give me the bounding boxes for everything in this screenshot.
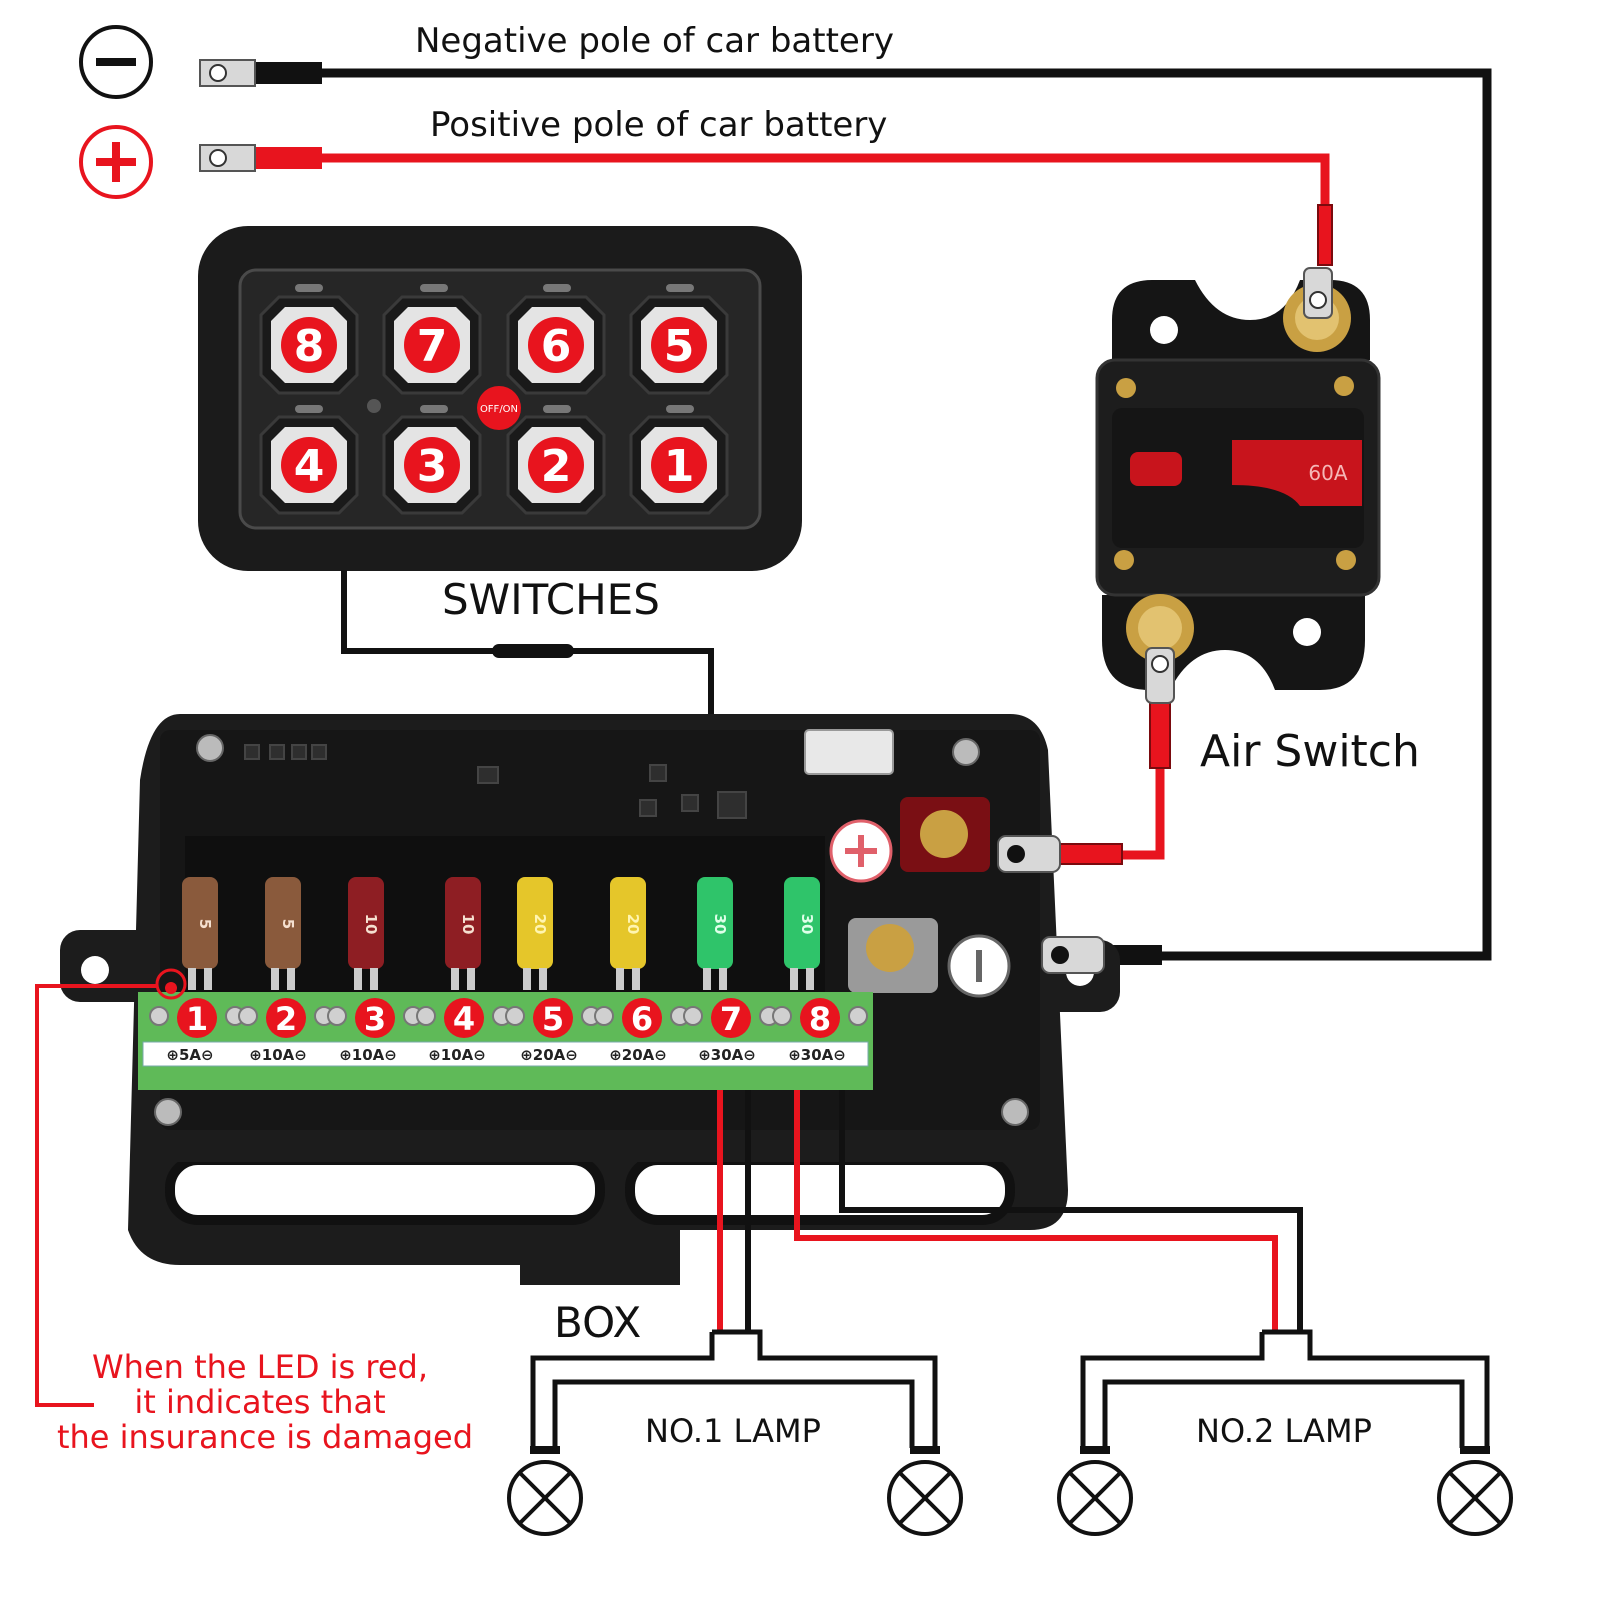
led-note-line3: the insurance is damaged [57, 1418, 473, 1456]
switch-button-8[interactable]: 8 [259, 295, 359, 395]
negative-wire [320, 68, 1492, 961]
switch-button-label: 6 [541, 321, 572, 372]
terminal-rating: ⊕5A⊖ [166, 1046, 213, 1064]
lamp-1-left [507, 1446, 583, 1536]
switch-button-2[interactable]: 2 [506, 415, 606, 515]
fuse-value: 5 [196, 919, 214, 929]
box-negative-ring [1041, 936, 1105, 974]
negative-ring-terminal [199, 59, 322, 87]
fuse-4[interactable]: 10 [445, 877, 481, 990]
switches-label: SWITCHES [442, 575, 660, 624]
terminal-3[interactable]: 3 ⊕10A⊖ [327, 998, 423, 1064]
lamp-1-right [887, 1446, 963, 1536]
breaker-rating: 60A [1308, 461, 1347, 485]
terminal-number: 2 [275, 1000, 297, 1038]
led-note-leader [35, 984, 158, 1407]
fuse-value: 5 [279, 919, 297, 929]
positive-ring-terminal [199, 144, 322, 172]
fuse-7[interactable]: 30 [697, 877, 733, 990]
lamp-1-harness [530, 1329, 938, 1448]
off-on-label: OFF/ON [480, 404, 518, 415]
terminal-number: 5 [542, 1000, 564, 1038]
switch-button-4[interactable]: 4 [259, 415, 359, 515]
lamp-1-label: NO.1 LAMP [645, 1412, 821, 1450]
air-switch-breaker: 60A [1095, 280, 1381, 690]
terminal-7[interactable]: 7 ⊕30A⊖ [683, 998, 779, 1064]
terminal-rating: ⊕20A⊖ [609, 1046, 667, 1064]
off-on-button[interactable]: OFF/ON [477, 386, 521, 430]
fuse-value: 10 [362, 914, 380, 935]
negative-symbol [79, 25, 153, 99]
terminal-number: 1 [186, 1000, 208, 1038]
breaker-input-ring [1303, 267, 1333, 319]
terminal-rating: ⊕20A⊖ [520, 1046, 578, 1064]
terminal-rating: ⊕10A⊖ [428, 1046, 486, 1064]
lamp-2-right [1437, 1446, 1513, 1536]
fuse-value: 30 [711, 914, 729, 935]
terminal-rating: ⊕10A⊖ [249, 1046, 307, 1064]
positive-wire [320, 153, 1330, 210]
terminal-number: 7 [720, 1000, 742, 1038]
terminal-6[interactable]: 6 ⊕20A⊖ [594, 998, 690, 1064]
switch-button-label: 1 [664, 441, 695, 492]
fuse-value: 20 [624, 914, 642, 935]
lamp-2-left [1057, 1446, 1133, 1536]
terminal-rating: ⊕30A⊖ [788, 1046, 846, 1064]
terminal-2[interactable]: 2 ⊕10A⊖ [238, 998, 334, 1064]
fuse-6[interactable]: 20 [610, 877, 646, 990]
fuse-5[interactable]: 20 [517, 877, 553, 990]
switch-button-label: 4 [294, 441, 325, 492]
lamp-2-harness [1080, 1329, 1490, 1448]
terminal-rating: ⊕10A⊖ [339, 1046, 397, 1064]
fuse-3[interactable]: 10 [348, 877, 384, 990]
box-positive-ring [997, 835, 1061, 873]
fuse-8[interactable]: 30 [784, 877, 820, 990]
fuse-2[interactable]: 5 [265, 877, 301, 990]
negative-pole-label: Negative pole of car battery [415, 21, 894, 61]
air-switch-label: Air Switch [1200, 726, 1420, 777]
positive-symbol [79, 125, 153, 199]
terminal-5[interactable]: 5 ⊕20A⊖ [505, 998, 601, 1064]
switch-button-label: 3 [417, 441, 448, 492]
terminal-number: 3 [364, 1000, 386, 1038]
breaker-output-ring [1145, 647, 1175, 704]
switch-button-7[interactable]: 7 [382, 295, 482, 395]
fuse-1[interactable]: 5 [182, 877, 218, 990]
terminal-number: 4 [453, 1000, 475, 1038]
terminal-rating: ⊕30A⊖ [698, 1046, 756, 1064]
terminal-number: 6 [631, 1000, 653, 1038]
switch-button-3[interactable]: 3 [382, 415, 482, 515]
terminal-4[interactable]: 4 ⊕10A⊖ [416, 998, 512, 1064]
switch-button-label: 2 [541, 441, 572, 492]
led-note-line2: it indicates that [134, 1383, 385, 1421]
fuse-value: 20 [531, 914, 549, 935]
switch-button-label: 8 [294, 321, 325, 372]
box-label: BOX [554, 1298, 641, 1347]
lamp-2-label: NO.2 LAMP [1196, 1412, 1372, 1450]
switch-button-label: 5 [664, 321, 695, 372]
fuse-value: 30 [798, 914, 816, 935]
terminal-number: 8 [809, 1000, 831, 1038]
positive-pole-label: Positive pole of car battery [430, 105, 887, 145]
terminal-8[interactable]: 8 ⊕30A⊖ [772, 998, 868, 1064]
switch-button-6[interactable]: 6 [506, 295, 606, 395]
switch-button-1[interactable]: 1 [629, 415, 729, 515]
switch-button-5[interactable]: 5 [629, 295, 729, 395]
fuse-value: 10 [459, 914, 477, 935]
led-note-line1: When the LED is red, [92, 1348, 428, 1386]
switch-button-label: 7 [417, 321, 448, 372]
